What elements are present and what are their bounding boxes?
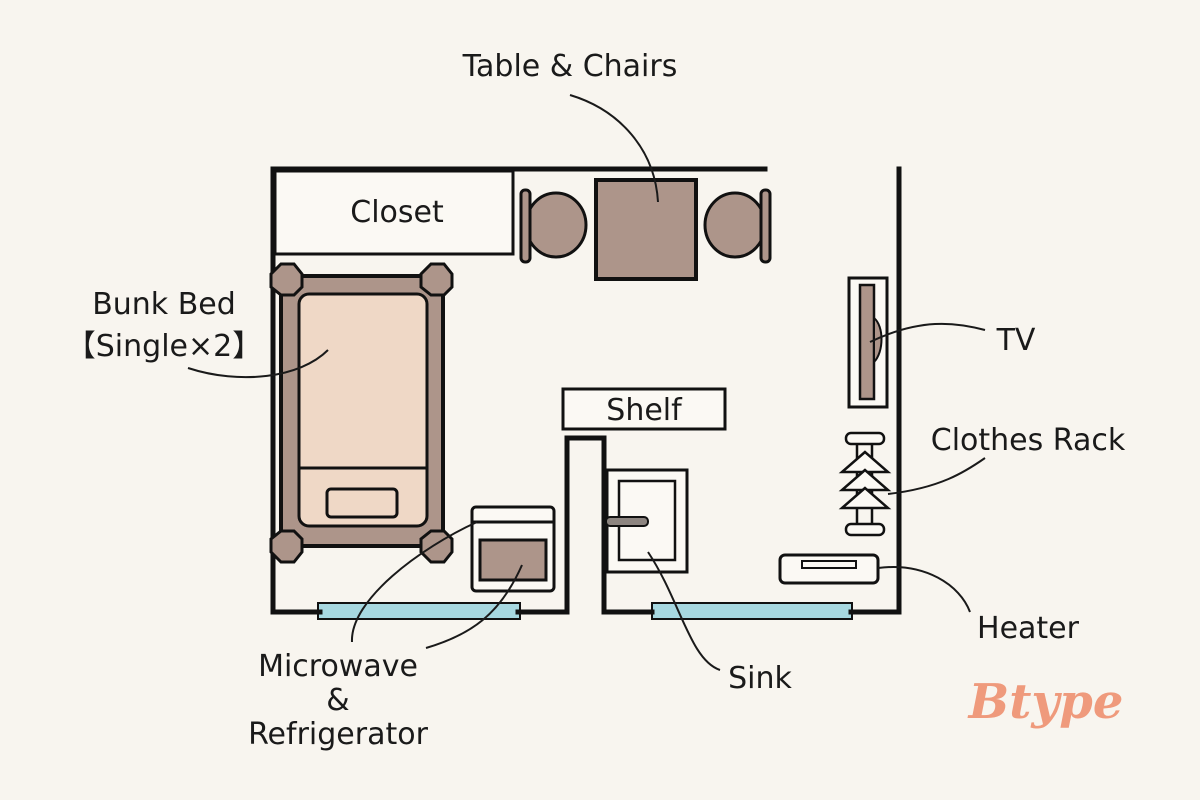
tv bbox=[847, 276, 889, 409]
table-chairs-label: Table & Chairs bbox=[462, 49, 678, 84]
microwave-label: Microwave bbox=[258, 649, 418, 684]
heater-label: Heater bbox=[977, 611, 1080, 646]
bunk-bed-label: Bunk Bed bbox=[92, 287, 236, 322]
clothes-rack bbox=[838, 431, 892, 537]
table-and-chairs bbox=[519, 178, 772, 281]
bunk-bed-size-label: 【Single×2】 bbox=[66, 329, 262, 364]
bunk-bed bbox=[269, 262, 454, 564]
microwave-amp-label: & bbox=[326, 683, 349, 718]
window-right bbox=[651, 602, 853, 620]
leader-lines bbox=[187, 94, 986, 671]
shelf-label: Shelf bbox=[606, 393, 683, 428]
sink-label: Sink bbox=[728, 661, 792, 696]
clothes-rack-label: Clothes Rack bbox=[931, 423, 1126, 458]
microwave-refrigerator bbox=[470, 505, 556, 593]
room-type-label: Btype bbox=[967, 674, 1124, 730]
tv-label: TV bbox=[996, 323, 1036, 358]
shelf: Shelf bbox=[561, 387, 727, 431]
heater bbox=[778, 553, 880, 585]
sink bbox=[605, 468, 689, 574]
refrigerator-label: Refrigerator bbox=[248, 717, 429, 752]
walls bbox=[270, 166, 902, 615]
window-left bbox=[317, 602, 521, 620]
closet: Closet bbox=[273, 169, 515, 256]
closet-label: Closet bbox=[350, 195, 444, 230]
